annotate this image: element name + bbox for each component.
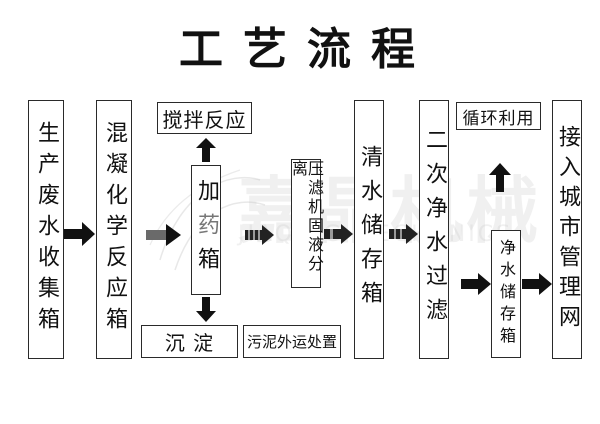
node-label: 压滤机固液分离 [289,160,324,274]
arrow-down-icon [196,297,216,322]
node-stirring-reaction: 搅拌反应 [157,102,252,134]
arrow-right-icon [461,273,491,295]
arrow-right-icon [389,224,418,244]
node-clean-water-tank: 清水储存箱 [354,100,384,359]
node-label: 净水储存箱 [497,239,516,349]
node-label-char: 加 [194,179,219,213]
node-label: 生产废水收集箱 [34,121,59,338]
arrow-right-icon [64,222,95,246]
node-city-network: 接入城市管理网 [552,100,582,359]
node-purified-water-tank: 净水储存箱 [491,230,521,358]
arrow-up-icon [489,163,511,192]
node-sedimentation: 沉 淀 [141,325,238,358]
node-label: 污泥外运处置 [246,333,337,351]
node-recycle: 循环利用 [456,102,541,130]
node-label-char: 箱 [194,247,219,281]
arrow-up-icon [196,138,216,162]
node-label: 接入城市管理网 [555,124,580,335]
node-label: 沉 淀 [164,331,215,355]
diagram-title: 工艺流程 [179,24,435,75]
node-label: 加药箱 [194,179,219,281]
node-label: 清水储存箱 [357,144,382,315]
node-label-char: 药 [194,213,219,247]
node-sludge-disposal: 污泥外运处置 [243,325,341,358]
node-dosing-tank: 加药箱 [191,165,221,295]
node-label: 搅拌反应 [162,107,247,132]
node-label: 循环利用 [462,108,535,129]
node-collection-tank: 生产废水收集箱 [28,100,64,359]
node-label: 二次净水过滤 [422,127,447,332]
arrow-right-icon [324,224,353,244]
node-label: 混凝化学反应箱 [102,121,127,338]
node-filter-press: 压滤机固液分离 [289,159,324,288]
node-coagulation-tank: 混凝化学反应箱 [96,100,132,359]
node-secondary-filtration: 二次净水过滤 [419,100,449,359]
arrow-right-icon [146,224,181,246]
arrow-right-icon [522,273,552,295]
arrow-right-icon [245,225,274,245]
